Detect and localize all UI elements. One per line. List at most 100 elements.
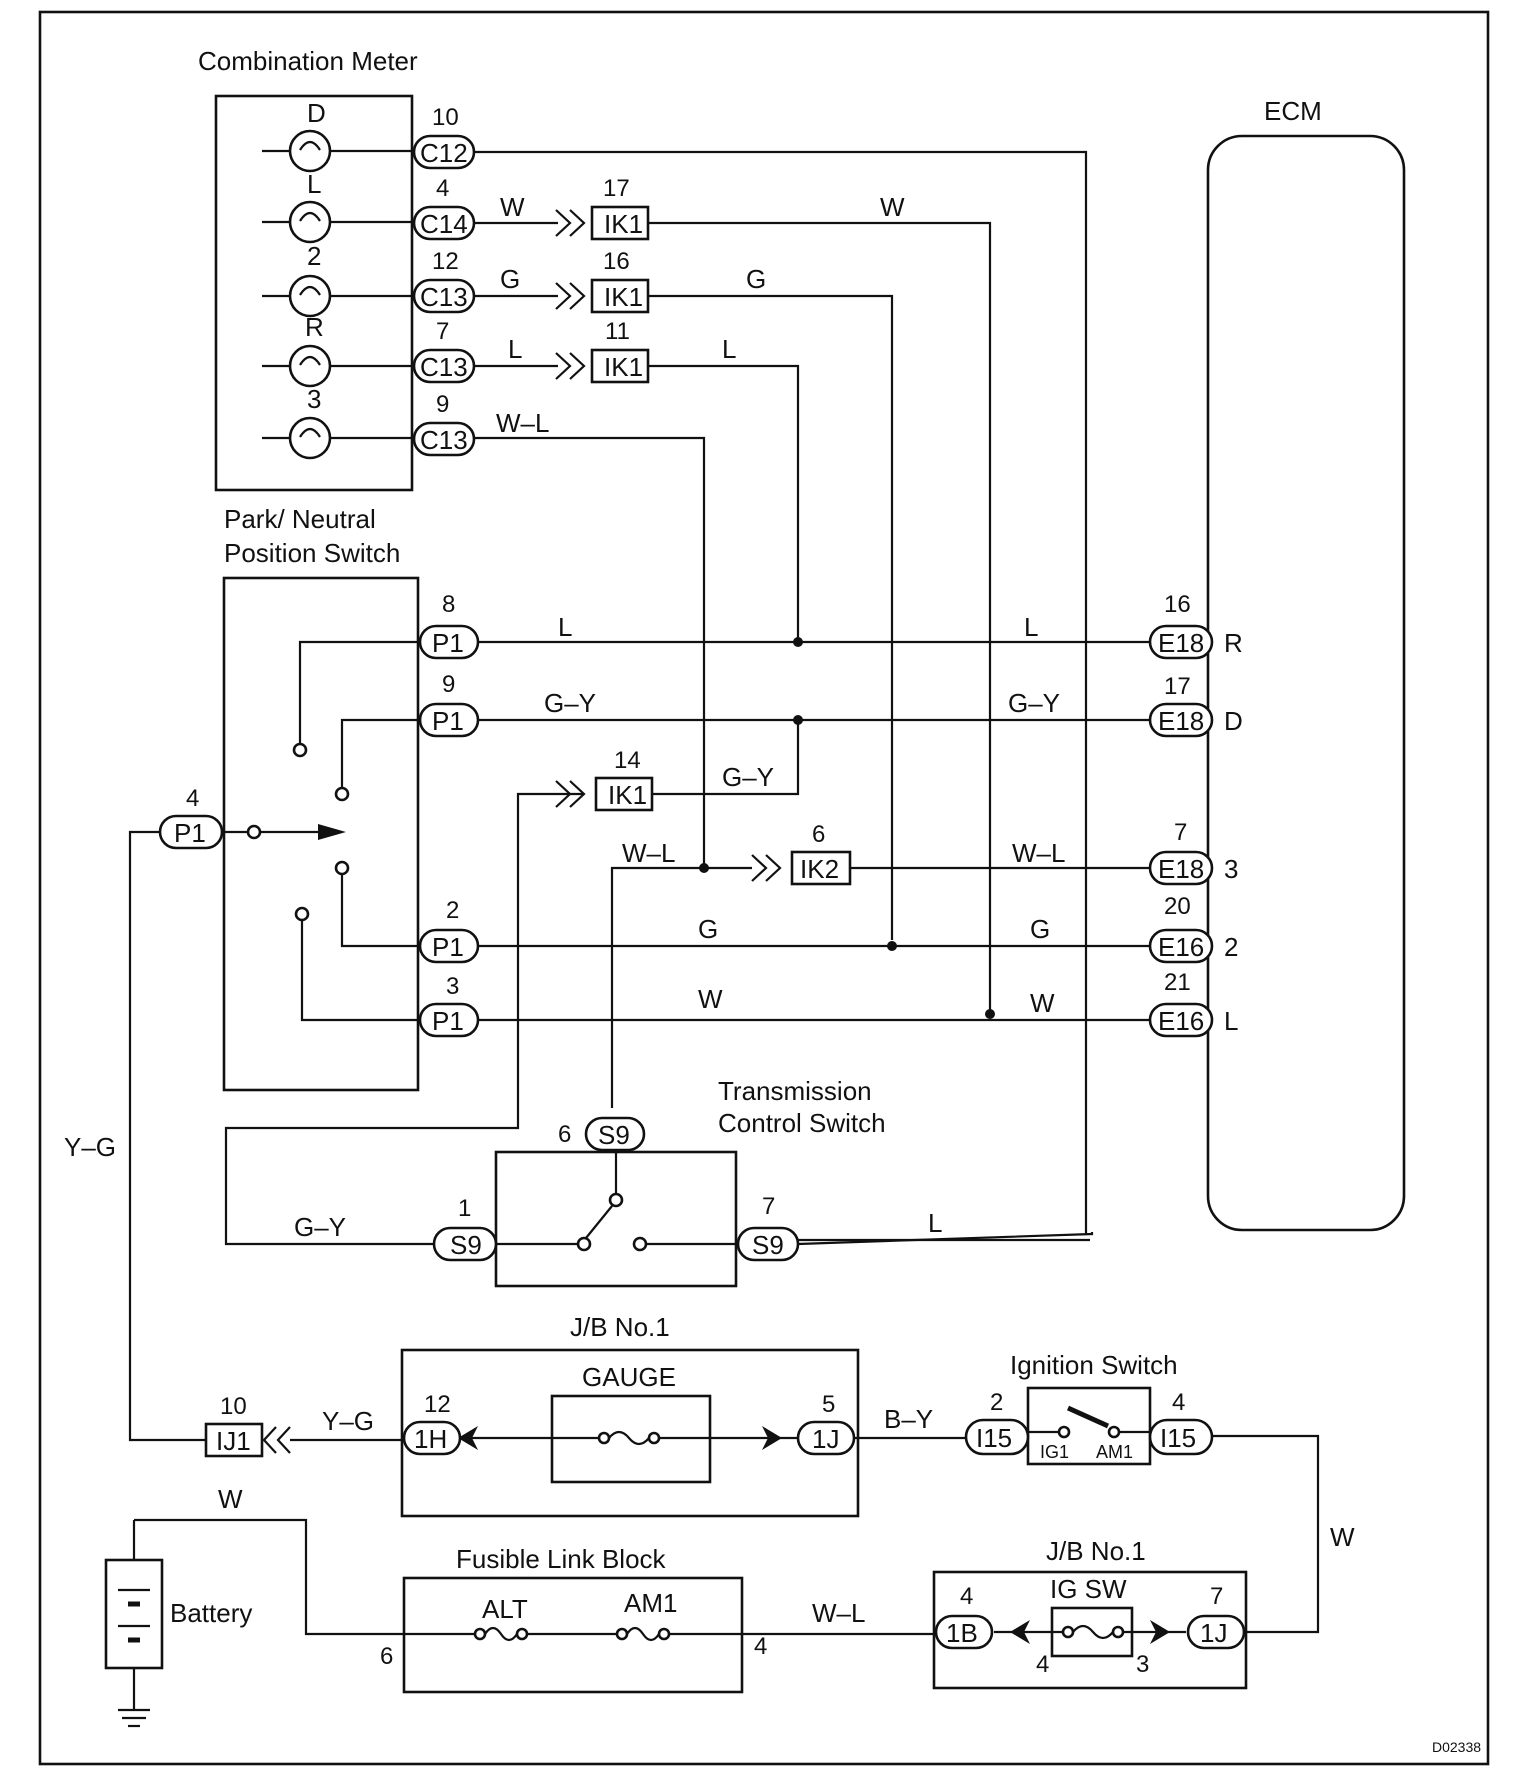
svg-text:1J: 1J xyxy=(1200,1618,1227,1648)
svg-text:16: 16 xyxy=(603,248,630,275)
jb1-bottom-title: J/B No.1 xyxy=(1046,1536,1146,1566)
svg-text:9: 9 xyxy=(442,671,455,698)
svg-text:14: 14 xyxy=(614,747,641,774)
svg-text:2: 2 xyxy=(446,897,459,924)
wire-label-ign-w: W xyxy=(1330,1522,1355,1552)
ignition-connector-right: 4 I15 xyxy=(1148,1389,1214,1456)
svg-text:1J: 1J xyxy=(812,1424,839,1454)
ignition-switch-box xyxy=(1026,1386,1152,1466)
ecm-connector-pin-7: 7 E18 3 xyxy=(1148,819,1238,886)
svg-text:1B: 1B xyxy=(946,1618,978,1648)
svg-text:3: 3 xyxy=(307,384,321,414)
jb-top-connector-1h: 12 1H xyxy=(402,1391,462,1456)
svg-text:2: 2 xyxy=(307,241,321,271)
wire-label-ecm-gy: G–Y xyxy=(1008,688,1060,718)
jb1-top-box xyxy=(400,1348,860,1518)
svg-text:12: 12 xyxy=(424,1391,451,1418)
gauge-fuse-icon xyxy=(597,1430,661,1446)
svg-text:2: 2 xyxy=(1224,932,1238,962)
junction-arrow xyxy=(555,209,586,237)
svg-text:C13: C13 xyxy=(420,282,468,312)
svg-text:9: 9 xyxy=(436,391,449,418)
jb1-top-title: J/B No.1 xyxy=(570,1312,670,1342)
wire-label-w-ik: W xyxy=(880,192,905,222)
ik1-connector-14: 14 IK1 xyxy=(594,747,654,812)
pnp-connector-pin-9: 9 P1 xyxy=(418,671,480,738)
fusible-pin-6: 6 xyxy=(380,1643,393,1670)
wire-label-l: L xyxy=(508,334,522,364)
jb-bottom-inner-pin-4: 4 xyxy=(1036,1651,1049,1678)
ignition-connector-left: 2 I15 xyxy=(964,1389,1030,1456)
meter-indicator-r: R xyxy=(262,312,416,388)
svg-text:20: 20 xyxy=(1164,893,1191,920)
svg-text:P1: P1 xyxy=(432,932,464,962)
pnp-connector-pin-4: 4 P1 xyxy=(158,785,224,850)
svg-text:10: 10 xyxy=(220,1393,247,1420)
svg-text:7: 7 xyxy=(762,1193,775,1220)
svg-text:P1: P1 xyxy=(432,1006,464,1036)
svg-text:IK1: IK1 xyxy=(604,352,643,382)
splice-g xyxy=(887,941,897,951)
svg-text:I15: I15 xyxy=(1160,1423,1196,1453)
tcs-connector-pin-7: 7 S9 xyxy=(736,1193,800,1262)
wire-c12-to-tcs xyxy=(474,150,1088,1234)
meter-connector-c13-c: 9 C13 xyxy=(412,391,476,457)
wire-label-wl: W–L xyxy=(496,408,549,438)
splice-w xyxy=(985,1009,995,1019)
svg-text:4: 4 xyxy=(436,175,449,202)
wire-label-jb-yg: Y–G xyxy=(322,1406,374,1436)
svg-text:E16: E16 xyxy=(1158,1006,1204,1036)
tcs-title-line1: Transmission xyxy=(718,1076,872,1106)
svg-text:C13: C13 xyxy=(420,425,468,455)
ecm-connector-pin-20: 20 E16 2 xyxy=(1148,893,1238,964)
ecm-connector-pin-17: 17 E18 D xyxy=(1148,673,1243,738)
wire-label-pnp-l: L xyxy=(558,612,572,642)
svg-text:7: 7 xyxy=(436,318,449,345)
svg-text:E18: E18 xyxy=(1158,628,1204,658)
svg-text:6: 6 xyxy=(812,821,825,848)
ik1-connector-17: 17 IK1 xyxy=(590,175,650,241)
pnp-title-line1: Park/ Neutral xyxy=(224,504,376,534)
jb-bottom-inner-pin-3: 3 xyxy=(1136,1651,1149,1678)
svg-text:E16: E16 xyxy=(1158,932,1204,962)
battery-box xyxy=(104,1558,164,1670)
doc-code: D02338 xyxy=(1432,1739,1481,1755)
fusible-am1-label: AM1 xyxy=(624,1588,677,1618)
fusible-alt-label: ALT xyxy=(482,1594,528,1624)
jb-top-left-arrow xyxy=(458,1426,478,1450)
svg-text:5: 5 xyxy=(822,1391,835,1418)
jb-bottom-left-arrow xyxy=(1010,1620,1030,1644)
tcs-connector-pin-1: 1 S9 xyxy=(432,1195,498,1262)
pnp-connector-pin-2: 2 P1 xyxy=(418,897,480,964)
meter-indicator-d: D xyxy=(262,98,416,173)
ignition-terminal-ig1: IG1 xyxy=(1040,1442,1069,1462)
svg-text:21: 21 xyxy=(1164,969,1191,996)
ij1-connector: 10 IJ1 xyxy=(204,1393,264,1458)
am1-fuse-icon xyxy=(626,1626,660,1642)
svg-text:L: L xyxy=(1224,1006,1238,1036)
ignition-terminal-am1: AM1 xyxy=(1096,1442,1133,1462)
svg-text:E18: E18 xyxy=(1158,706,1204,736)
pnp-title-line2: Position Switch xyxy=(224,538,400,568)
svg-text:C14: C14 xyxy=(420,209,468,239)
ecm-title: ECM xyxy=(1264,96,1322,126)
svg-text:3: 3 xyxy=(446,973,459,1000)
wire-label-l-ik: L xyxy=(722,334,736,364)
jb-bottom-connector-1j: 7 1J xyxy=(1186,1583,1246,1650)
ecm-connector-pin-21: 21 E16 L xyxy=(1148,969,1238,1038)
svg-text:4: 4 xyxy=(186,785,199,812)
pnp-connector-pin-8: 8 P1 xyxy=(418,591,480,660)
wire-label-ik2-wl: W–L xyxy=(1012,838,1065,868)
svg-text:IK1: IK1 xyxy=(604,282,643,312)
svg-text:S9: S9 xyxy=(598,1120,630,1150)
ecm-connector-pin-16: 16 E18 R xyxy=(1148,591,1243,660)
svg-text:R: R xyxy=(1224,628,1243,658)
meter-indicator-2: 2 xyxy=(262,241,416,318)
meter-indicator-3: 3 xyxy=(262,384,416,460)
combination-meter-box xyxy=(214,94,414,492)
svg-text:8: 8 xyxy=(442,591,455,618)
jb-bottom-connector-1b: 4 1B xyxy=(934,1583,994,1650)
svg-text:S9: S9 xyxy=(752,1230,784,1260)
wire-label-by: B–Y xyxy=(884,1404,933,1434)
